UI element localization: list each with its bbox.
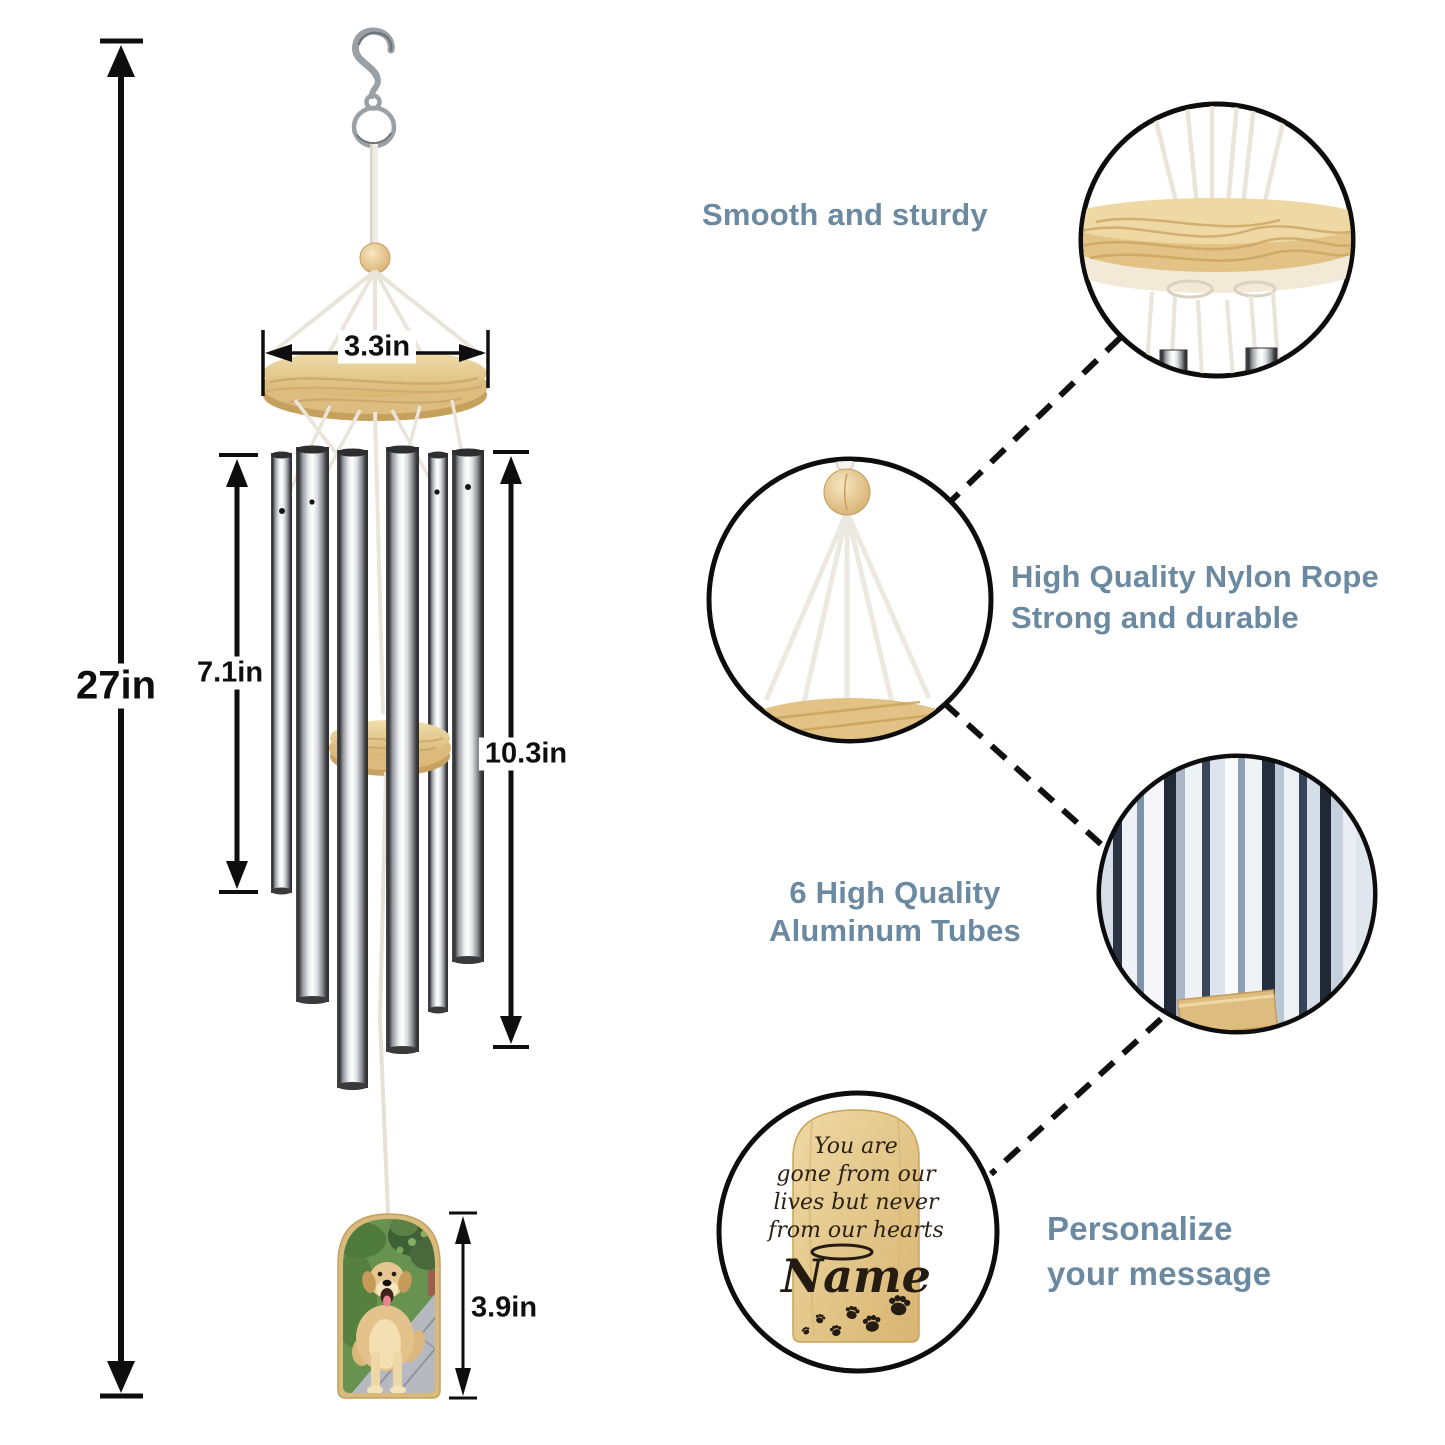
wood-bead (359, 242, 391, 274)
dimension-top-width-label: 3.3in (337, 330, 417, 364)
dog-photo (343, 1219, 435, 1393)
tag-quote-line1: You are (814, 1134, 898, 1159)
feature-line: Personalize (1047, 1210, 1233, 1247)
feature-personalize-label: Personalize your message (1047, 1206, 1271, 1296)
center-string-upper (373, 411, 385, 715)
photo-tag (337, 1213, 441, 1399)
dimension-total-height-label: 27in (69, 663, 163, 709)
tag-quote-line3: lives but never (773, 1190, 940, 1215)
s-hook (352, 27, 395, 111)
feature-line: Aluminum Tubes (769, 913, 1021, 948)
aluminum-tubes-front (296, 445, 419, 1090)
aluminum-tubes-back (271, 448, 484, 1014)
feature-line: High Quality Nylon Rope (1011, 559, 1380, 594)
dimension-tag-height-label: 3.9in (470, 1291, 538, 1324)
dimension-tag-height-line (449, 1211, 477, 1400)
feature-line: Smooth and sturdy (702, 197, 988, 232)
top-cord (370, 144, 378, 245)
callout-rope-circle (706, 456, 994, 744)
callout-personalize-circle: You are gone from our lives but never fr… (716, 1090, 1000, 1374)
tag-quote-line4: from our hearts (766, 1218, 944, 1243)
callout-connectors (941, 335, 1164, 1177)
halo-icon (810, 1243, 874, 1261)
dimension-total-height-line (100, 38, 143, 1399)
top-wood-disc (262, 349, 488, 421)
center-string-lower (377, 771, 390, 1215)
callout-smooth-circle (1078, 101, 1356, 379)
feature-line: your message (1047, 1255, 1272, 1292)
feature-line: 6 High Quality (789, 875, 1001, 910)
hanging-ring (351, 105, 397, 149)
callout-tubes-circle (1096, 753, 1378, 1035)
feature-smooth-label: Smooth and sturdy (702, 197, 988, 233)
wind-chime-product (262, 27, 488, 1399)
feature-line: Strong and durable (1011, 600, 1299, 635)
dimension-long-tube-label: 10.3in (478, 737, 574, 771)
tag-quote-line2: gone from our (776, 1162, 937, 1187)
feature-tubes-label: 6 High Quality Aluminum Tubes (769, 874, 1021, 950)
dimension-short-tube-label: 7.1in (190, 656, 270, 690)
tag-name-placeholder: Name (779, 1249, 931, 1303)
feature-rope-label: High Quality Nylon Rope Strong and durab… (1011, 556, 1379, 638)
